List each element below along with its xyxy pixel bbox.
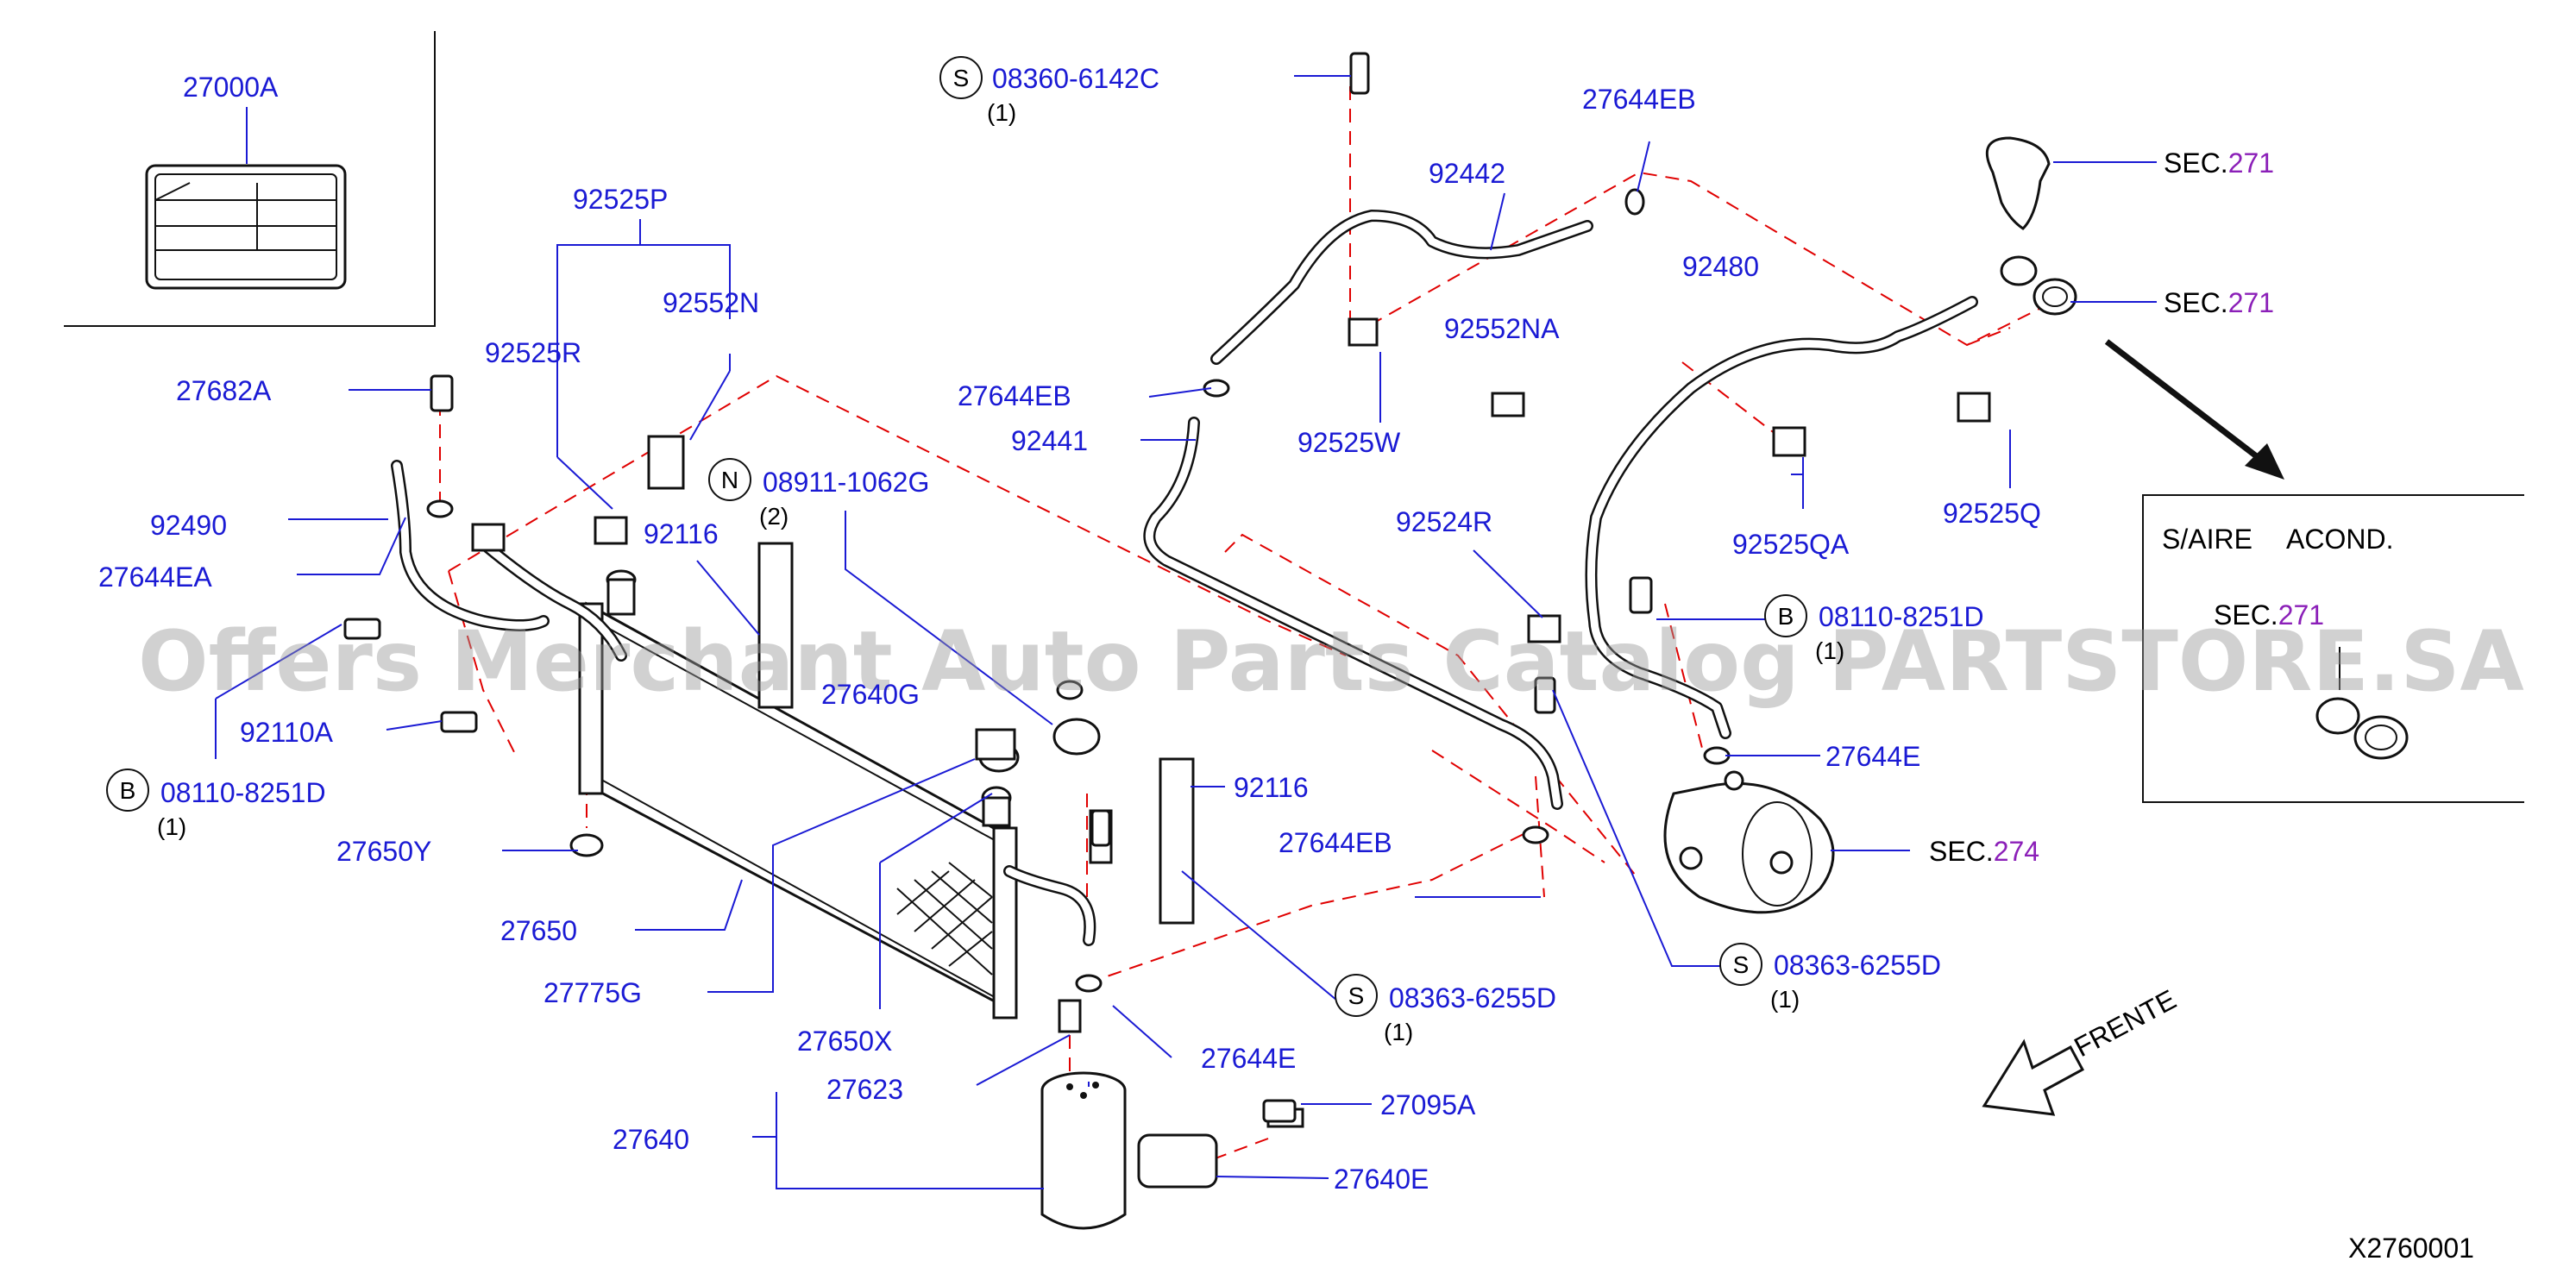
label-27644EB-top: 27644EB bbox=[1582, 84, 1696, 115]
no-ac-inset-text: S/AIRE ACOND. SEC.271 bbox=[2162, 524, 2393, 631]
code-qty: (1) bbox=[1815, 637, 1844, 664]
coded-label-08911-1062G: N 08911-1062G (2) bbox=[708, 458, 929, 530]
code-qty: (1) bbox=[987, 99, 1016, 126]
compressor bbox=[1663, 770, 1835, 914]
label-92552NA: 92552NA bbox=[1444, 313, 1560, 344]
label-27775G: 27775G bbox=[543, 977, 642, 1008]
no-ac-inset bbox=[2142, 494, 2524, 803]
code-letter: S bbox=[953, 65, 970, 91]
front-direction-arrow bbox=[1982, 1038, 2085, 1116]
coded-label-08363-6255D-center: S 08363-6255D (1) bbox=[1335, 974, 1556, 1045]
label-27640G: 27640G bbox=[821, 679, 920, 710]
code-letter: S bbox=[1348, 982, 1365, 1009]
label-27644E-lower: 27644E bbox=[1201, 1043, 1296, 1074]
label-27640: 27640 bbox=[613, 1124, 689, 1155]
label-92524R: 92524R bbox=[1396, 506, 1492, 537]
code-number: 08110-8251D bbox=[1819, 601, 1984, 632]
code-letter: B bbox=[120, 777, 136, 804]
label-92525P: 92525P bbox=[573, 184, 668, 215]
code-number: 08911-1062G bbox=[763, 467, 929, 498]
diagram-code: X2760001 bbox=[2348, 1233, 2474, 1264]
coded-label-08110-8251D-left: B 08110-8251D (1) bbox=[106, 769, 326, 840]
inset-title-acond: ACOND. bbox=[2286, 524, 2393, 555]
code-letter: S bbox=[1733, 951, 1750, 978]
label-27640E: 27640E bbox=[1334, 1164, 1429, 1195]
label-92525Q: 92525Q bbox=[1943, 498, 2041, 529]
label-27095A: 27095A bbox=[1380, 1089, 1476, 1120]
inset-arrow bbox=[2104, 339, 2284, 480]
label-27650: 27650 bbox=[500, 915, 577, 946]
label-92442: 92442 bbox=[1429, 158, 1505, 189]
code-letter: N bbox=[721, 467, 738, 493]
label-27644E-right: 27644E bbox=[1825, 741, 1920, 772]
coded-label-08110-8251D-right: B 08110-8251D (1) bbox=[1764, 594, 1984, 664]
code-number: 08360-6142C bbox=[992, 63, 1159, 94]
label-27650Y: 27650Y bbox=[336, 836, 431, 867]
part-labels: 27000A 92525P 92552N 92525R 27682A 92490… bbox=[98, 72, 2041, 1195]
label-27682A: 27682A bbox=[176, 375, 272, 406]
label-27644EB-lower: 27644EB bbox=[1279, 827, 1392, 858]
code-qty: (2) bbox=[759, 503, 789, 530]
label-92525W: 92525W bbox=[1297, 427, 1401, 458]
receiver-drier bbox=[1040, 809, 1304, 1230]
sec-ref-271-seal: SEC.271 bbox=[2164, 287, 2274, 318]
inset-sec-ref: SEC.271 bbox=[2214, 599, 2324, 631]
sec-ref-274: SEC.274 bbox=[1929, 836, 2039, 867]
condenser bbox=[569, 542, 1195, 1020]
label-92490: 92490 bbox=[150, 510, 227, 541]
label-27623: 27623 bbox=[826, 1074, 903, 1105]
label-92116-left: 92116 bbox=[644, 518, 719, 549]
label-plate-inset bbox=[64, 31, 436, 327]
front-direction-label: FRENTE bbox=[2069, 983, 2181, 1063]
label-27644EB-left: 27644EB bbox=[958, 380, 1071, 411]
code-number: 08363-6255D bbox=[1774, 950, 1941, 981]
label-92441: 92441 bbox=[1011, 425, 1088, 456]
code-qty: (1) bbox=[157, 813, 186, 840]
label-27644EA: 27644EA bbox=[98, 562, 212, 593]
label-27000A: 27000A bbox=[183, 72, 279, 103]
label-92525QA: 92525QA bbox=[1732, 529, 1850, 560]
watermark: Offers Merchant Auto Parts Catalog PARTS… bbox=[138, 613, 2524, 710]
sec-ref-271-top: SEC.271 bbox=[2164, 147, 2274, 179]
label-27650X: 27650X bbox=[797, 1026, 892, 1057]
coded-label-08360-6142C: S 08360-6142C (1) bbox=[939, 56, 1159, 126]
code-qty: (1) bbox=[1384, 1019, 1413, 1045]
label-92552N: 92552N bbox=[663, 287, 759, 318]
code-letter: B bbox=[1778, 603, 1794, 630]
leader-lines bbox=[215, 75, 2157, 1189]
refrigerant-pipes bbox=[391, 210, 1978, 946]
label-92480: 92480 bbox=[1682, 251, 1759, 282]
sec271-parts bbox=[1985, 136, 2077, 316]
code-number: 08363-6255D bbox=[1389, 982, 1556, 1013]
coded-label-08363-6255D-right: S 08363-6255D (1) bbox=[1719, 943, 1941, 1013]
label-92110A: 92110A bbox=[240, 717, 334, 748]
code-number: 08110-8251D bbox=[160, 777, 326, 808]
hardware bbox=[343, 52, 1991, 1123]
label-92116-right: 92116 bbox=[1234, 772, 1309, 803]
coded-labels: S 08360-6142C (1) N 08911-1062G (2) B 08… bbox=[106, 56, 1984, 1045]
code-qty: (1) bbox=[1770, 986, 1800, 1013]
inset-title-s-aire: S/AIRE bbox=[2162, 524, 2252, 555]
label-92525R: 92525R bbox=[485, 337, 581, 368]
section-references: SEC.271 SEC.271 SEC.274 bbox=[1929, 147, 2274, 867]
